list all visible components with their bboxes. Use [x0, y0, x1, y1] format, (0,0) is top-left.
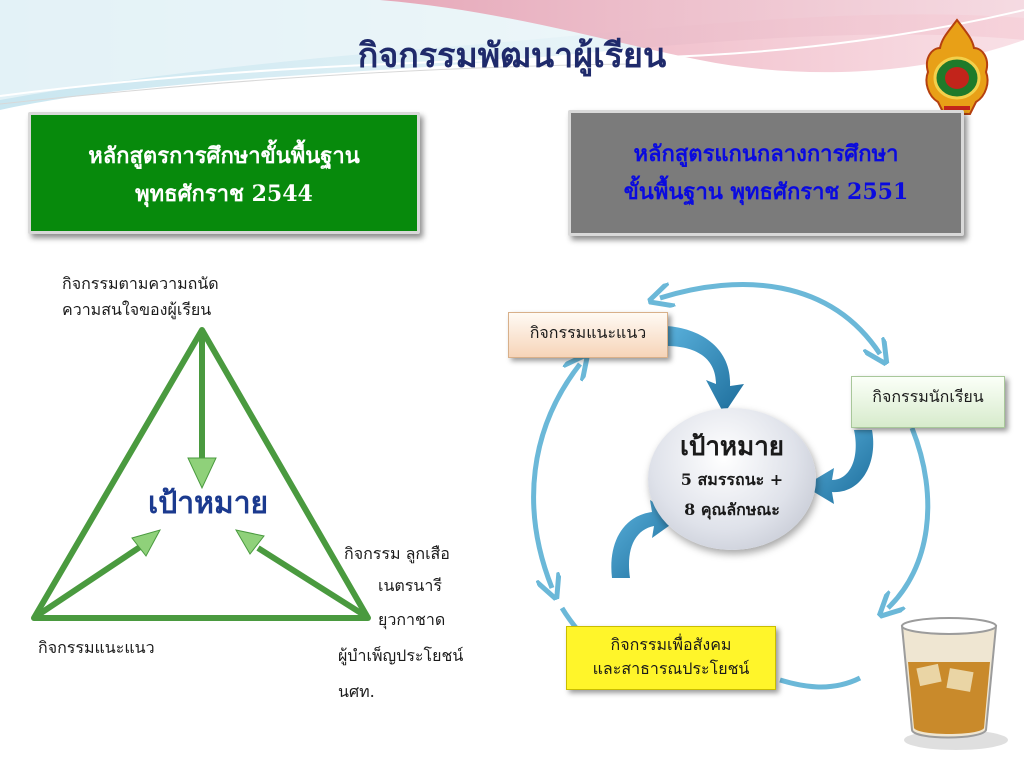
- curriculum-2544-line2: พุทธศักราช 2544: [135, 181, 313, 207]
- triangle-top-label-line2: ความสนใจของผู้เรียน: [62, 300, 212, 319]
- scout-activity-line: กิจกรรม ลูกเสือ: [344, 544, 450, 563]
- page-title: กิจกรรมพัฒนาผู้เรียน: [357, 36, 667, 76]
- arrow-right-shaft: [256, 545, 366, 618]
- red-cross-youth-line: ยุวกาชาด: [378, 610, 446, 629]
- cycle-arc-bottom: [779, 675, 862, 690]
- goal-circle: เป้าหมาย 5 สมรรถนะ + 8 คุณลักษณะ: [648, 408, 816, 550]
- triangle-bottom-left-label: กิจกรรมแนะแนว: [38, 638, 155, 657]
- curriculum-2544-line1: หลักสูตรการศึกษาขั้นพื้นฐาน: [88, 143, 360, 169]
- social-activity-box: กิจกรรมเพื่อสังคม และสาธารณประโยชน์: [566, 626, 776, 690]
- arrow-left-head: [131, 529, 162, 557]
- arrow-left-shaft: [36, 544, 142, 618]
- triangle-goal-label: เป้าหมาย: [148, 486, 269, 521]
- goal-title: เป้าหมาย: [679, 432, 785, 462]
- inner-arrow-right: [804, 430, 874, 504]
- territorial-defense-line: นศท.: [338, 682, 375, 701]
- guidance-activity-box: กิจกรรมแนะแนว: [508, 312, 668, 358]
- curriculum-2551-line1: หลักสูตรแกนกลางการศึกษา: [633, 141, 899, 167]
- cycle-arc-top: [660, 282, 880, 354]
- goal-competencies: 5 สมรรถนะ +: [680, 470, 784, 489]
- girl-guide-line: เนตรนารี: [378, 576, 442, 595]
- social-activity-line2: และสาธารณประโยชน์: [592, 659, 750, 678]
- school-emblem-icon: [925, 18, 989, 115]
- triangle-diagram: [31, 327, 371, 621]
- cycle-arc-right: [888, 427, 931, 608]
- triangle-outline: [31, 327, 371, 621]
- arrow-right-head: [234, 529, 265, 555]
- triangle-top-label-line1: กิจกรรมตามความถนัด: [62, 274, 219, 293]
- cycle-arc-left: [531, 364, 580, 588]
- curriculum-2544-box: หลักสูตรการศึกษาขั้นพื้นฐาน พุทธศักราช 2…: [28, 112, 420, 234]
- curriculum-2551-box: หลักสูตรแกนกลางการศึกษา ขั้นพื้นฐาน พุทธ…: [568, 110, 964, 236]
- glass-of-whisky-image: [900, 617, 1008, 750]
- social-activity-line1: กิจกรรมเพื่อสังคม: [610, 635, 732, 654]
- volunteer-line: ผู้บำเพ็ญประโยชน์: [338, 646, 464, 665]
- curriculum-2551-line2: ขั้นพื้นฐาน พุทธศักราช 2551: [623, 179, 909, 205]
- goal-characteristics: 8 คุณลักษณะ: [684, 500, 780, 519]
- inner-arrow-top: [666, 326, 744, 414]
- arrow-top-head: [187, 457, 217, 490]
- student-activity-box: กิจกรรมนักเรียน: [851, 376, 1005, 428]
